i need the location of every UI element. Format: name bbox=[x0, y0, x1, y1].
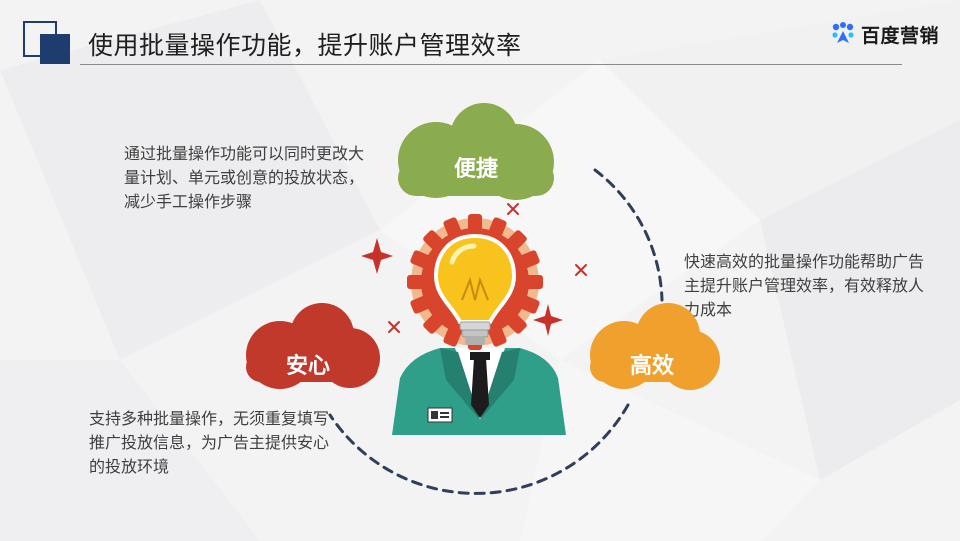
safe-description: 支持多种批量操作，无须重复填写推广投放信息，为广告主提供安心的投放环境 bbox=[89, 409, 330, 476]
cloud-label-safe: 安心 bbox=[285, 354, 330, 379]
cloud-label-convenient: 便捷 bbox=[453, 157, 498, 182]
lightbulb-icon bbox=[433, 233, 517, 345]
sparkle-icon bbox=[361, 238, 563, 336]
page-title: 使用批量操作功能，提升账户管理效率 bbox=[88, 31, 522, 60]
sparkle-icon bbox=[388, 203, 587, 333]
brand-logo: 百度营销 bbox=[830, 20, 939, 48]
title-divider bbox=[80, 64, 902, 65]
title-square-mark bbox=[23, 21, 70, 64]
badge-icon bbox=[427, 407, 453, 423]
cloud-convenient bbox=[398, 103, 554, 200]
baidu-paw-icon bbox=[832, 22, 854, 43]
cloud-label-efficient: 高效 bbox=[629, 354, 674, 379]
convenient-description: 通过批量操作功能可以同时更改大量计划、单元或创意的投放状态，减少手工操作步骤 bbox=[124, 144, 365, 211]
cloud-efficient bbox=[590, 303, 720, 390]
logo-text: 百度营销 bbox=[861, 24, 940, 47]
dashed-ring bbox=[328, 168, 664, 495]
businessman bbox=[392, 348, 566, 435]
cloud-safe bbox=[246, 303, 380, 389]
efficient-description: 快速高效的批量操作功能帮助广告主提升账户管理效率，有效释放人力成本 bbox=[684, 252, 925, 319]
